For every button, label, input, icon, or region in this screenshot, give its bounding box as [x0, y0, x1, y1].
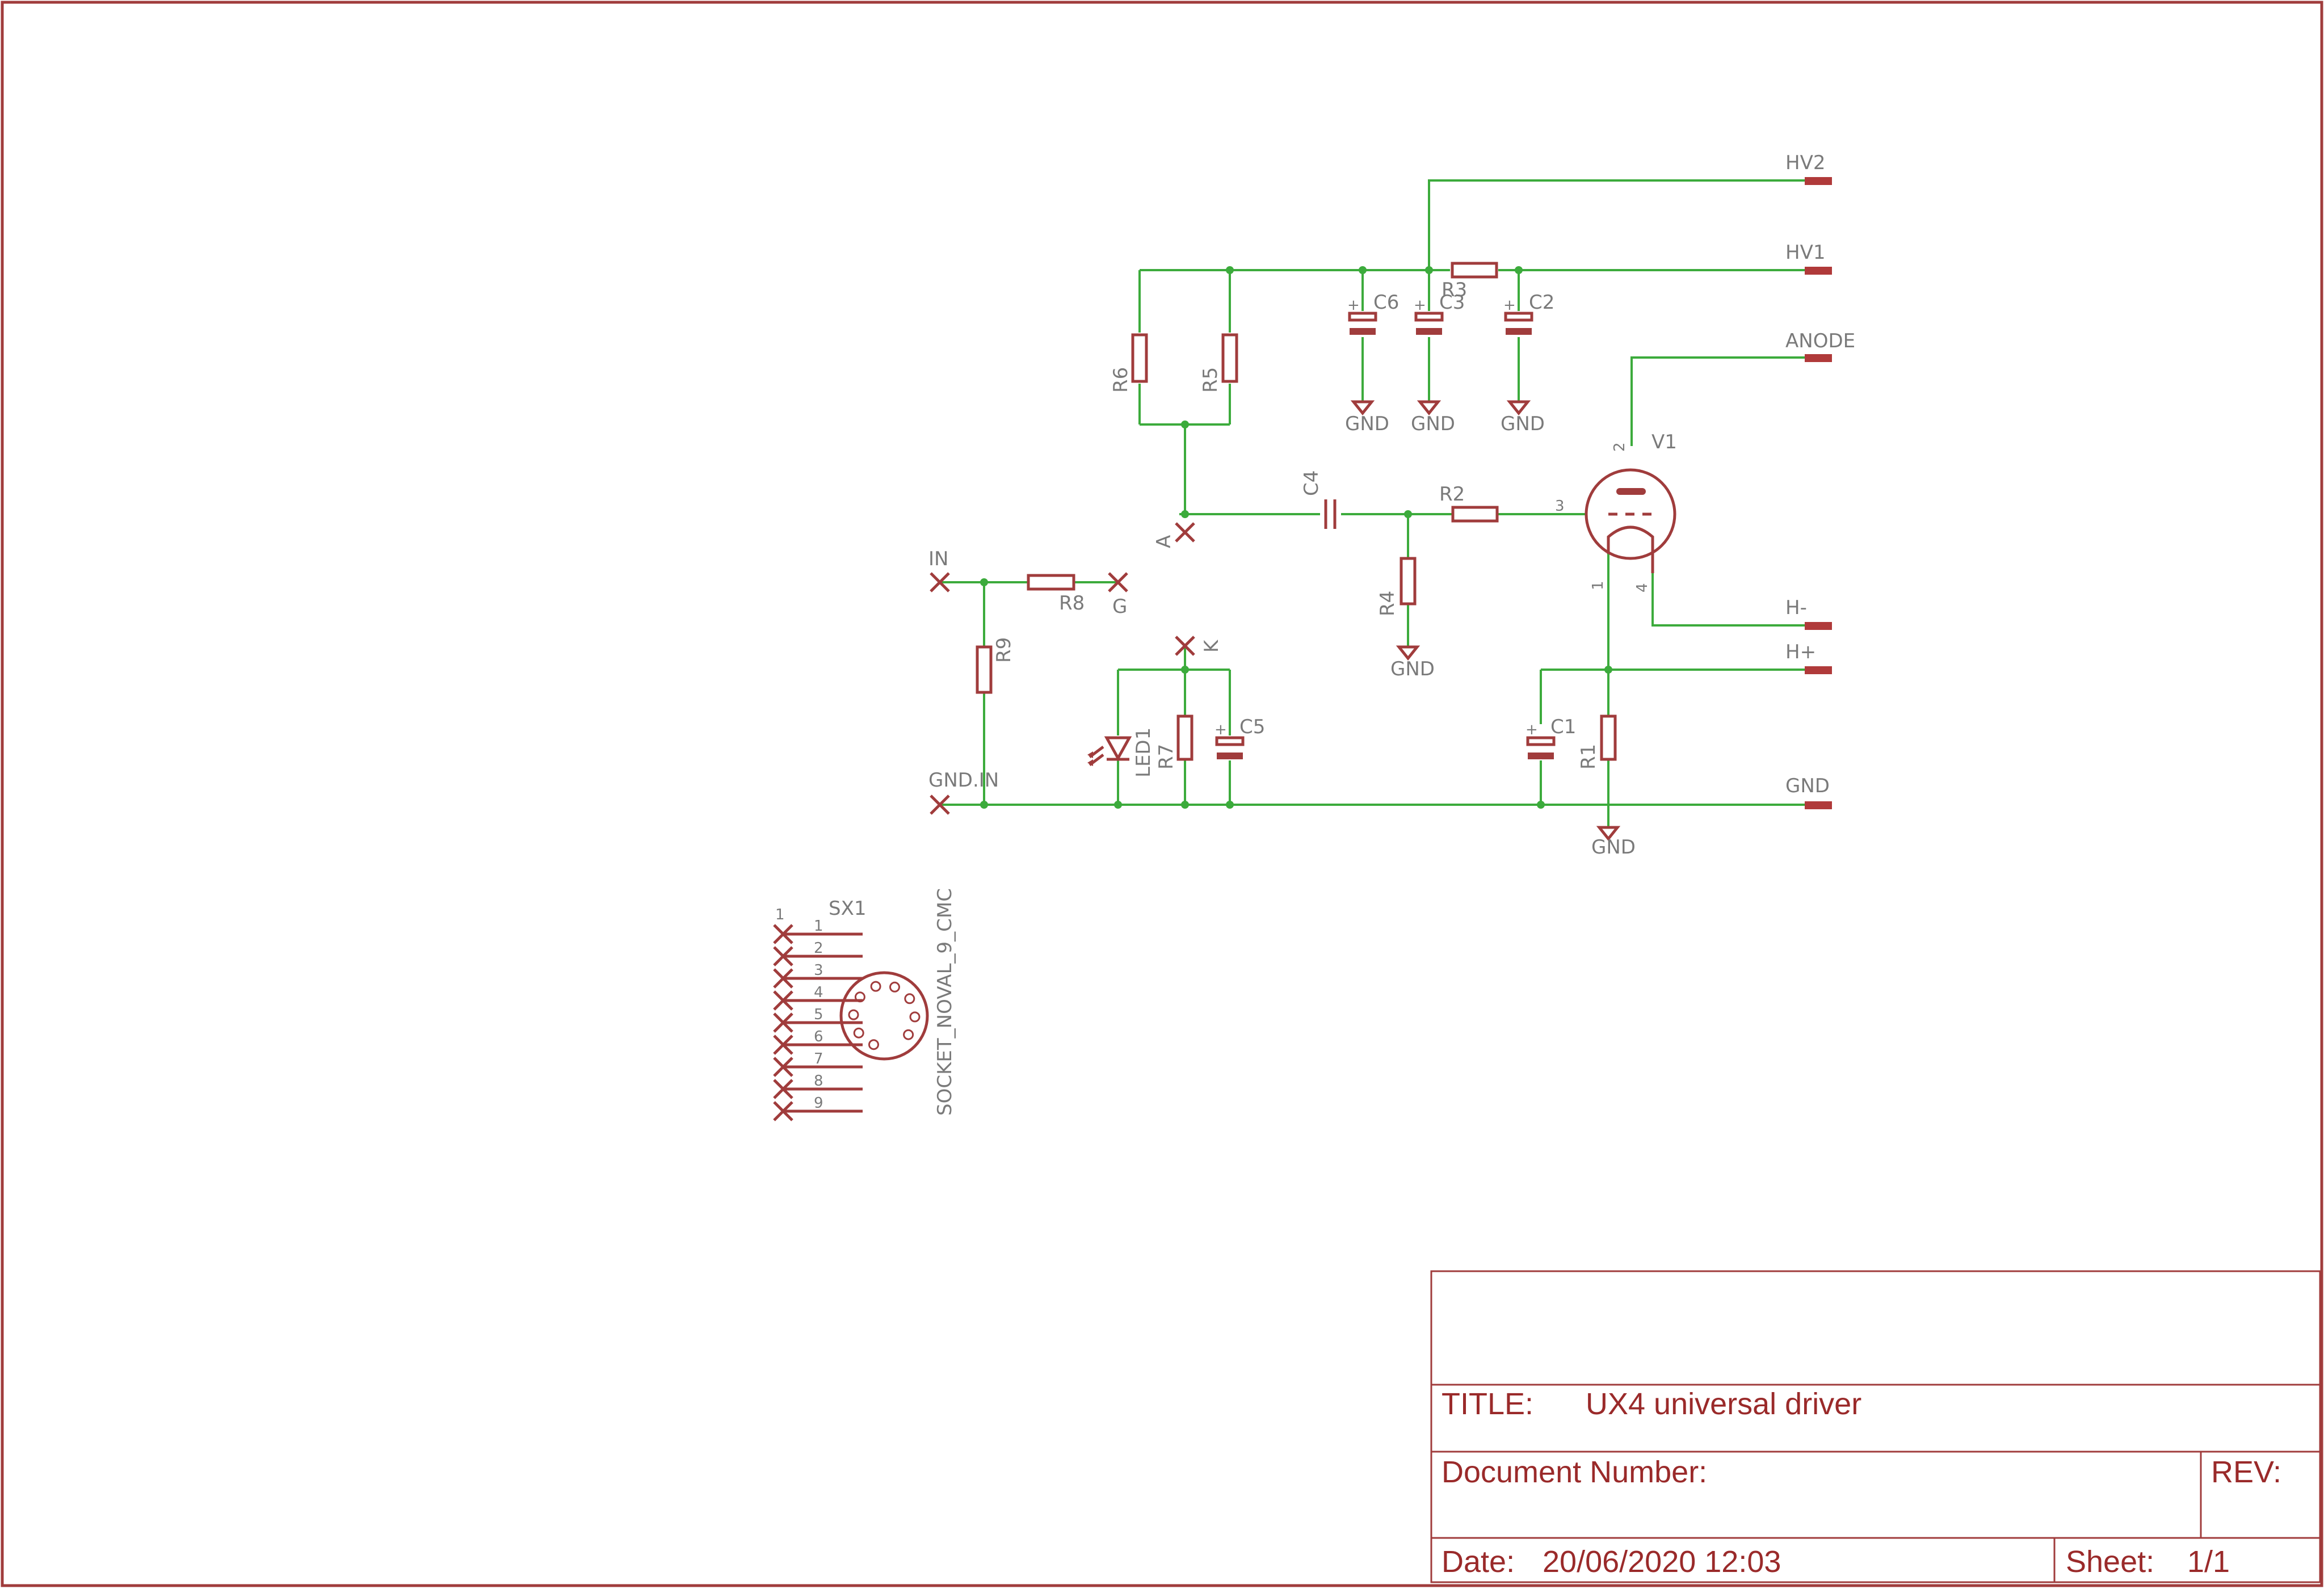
socket-pin-holes [848, 981, 921, 1050]
port-label-anode: ANODE [1785, 330, 1855, 352]
r8-label: R8 [1059, 592, 1085, 615]
sx1-label: SX1 [829, 897, 867, 920]
tube-v1: V1 2 3 1 4 [1555, 431, 1677, 592]
port-label-hv1: HV1 [1785, 241, 1825, 264]
net-label-in: IN [928, 548, 948, 570]
socket-pin-hole [853, 1027, 864, 1039]
c6-label: C6 [1373, 291, 1399, 314]
capacitor-c3: + C3 [1414, 291, 1465, 335]
socket-pin-number: 5 [814, 1006, 823, 1023]
resistor-r9: R9 [976, 637, 1015, 694]
date-value: 20/06/2020 12:03 [1543, 1545, 1781, 1579]
gnd-label-r4: GND [1390, 658, 1435, 680]
socket-pin-hole [848, 1009, 859, 1020]
c2-polarity: + [1503, 297, 1516, 314]
socket-pin-hole [889, 981, 900, 993]
title-label: TITLE: [1442, 1387, 1533, 1421]
port-label-gnd: GND [1785, 775, 1830, 797]
resistor-r4: R4 [1376, 557, 1417, 616]
resistor-r3: R3 [1442, 262, 1498, 301]
gnd-label-c2: GND [1501, 413, 1545, 435]
gnd-label-c6: GND [1345, 413, 1389, 435]
capacitor-c2: + C2 [1503, 291, 1554, 335]
c6-polarity: + [1347, 297, 1360, 314]
socket-pin-hole [909, 1011, 921, 1023]
c1-label: C1 [1550, 716, 1576, 738]
port-label-h-plus: H+ [1785, 641, 1816, 663]
socket-pin-number: 8 [814, 1073, 823, 1090]
sheet-label: Sheet: [2066, 1545, 2154, 1579]
r7-label: R7 [1155, 744, 1178, 770]
r2-label: R2 [1439, 483, 1465, 506]
v1-pin-1: 1 [1590, 581, 1607, 590]
socket-pin-number: 6 [814, 1028, 823, 1045]
port-label-hv2: HV2 [1785, 152, 1825, 174]
wires [940, 179, 1805, 826]
r5-label: R5 [1199, 367, 1222, 393]
net-label-a: A [1153, 535, 1175, 548]
led1-label: LED1 [1132, 728, 1155, 777]
port-label-h-minus: H- [1785, 596, 1807, 619]
gnd-symbols [1350, 400, 1621, 842]
c1-polarity: + [1525, 721, 1538, 738]
c4-label: C4 [1300, 470, 1323, 496]
title-value: UX4 universal driver [1586, 1387, 1861, 1421]
rev-label: REV: [2211, 1455, 2281, 1489]
title-block: TITLE: UX4 universal driver Document Num… [1430, 1270, 2321, 1583]
resistor-r5: R5 [1199, 333, 1238, 393]
net-label-k: K [1200, 639, 1223, 653]
v1-pin-2: 2 [1611, 442, 1628, 452]
resistor-r7: R7 [1155, 714, 1193, 770]
resistor-r8: R8 [1027, 574, 1085, 615]
socket-pin-hole [870, 981, 881, 992]
sheet-value: 1/1 [2187, 1545, 2230, 1579]
v1-pin-4: 4 [1634, 583, 1651, 592]
v1-label: V1 [1651, 431, 1677, 453]
net-markers [930, 522, 1195, 815]
net-label-g: G [1112, 595, 1127, 618]
resistor-r2: R2 [1439, 483, 1499, 523]
socket-pin-number: 3 [814, 962, 823, 979]
r9-label: R9 [993, 637, 1015, 663]
socket-pin-number: 4 [814, 984, 823, 1001]
sx1-side-pin: 1 [775, 906, 785, 923]
socket-pin-number: 2 [814, 940, 823, 957]
gnd-label-c3: GND [1411, 413, 1455, 435]
capacitor-c5: + C5 [1214, 716, 1265, 759]
gnd-label-r1: GND [1591, 836, 1636, 859]
socket-pin-number: 9 [814, 1095, 823, 1112]
resistor-r6: R6 [1110, 333, 1148, 393]
doc-number-label: Document Number: [1442, 1455, 1707, 1489]
r6-label: R6 [1110, 367, 1132, 393]
socket-pin-hole [904, 993, 915, 1004]
capacitor-c6: + C6 [1347, 291, 1399, 335]
socket-sx1: SX1 SOCKET_NOVAL_9_CMC 1 1 2 3 4 5 6 7 8 9 [773, 888, 956, 1121]
v1-pin-3: 3 [1555, 498, 1565, 515]
led-led1: LED1 [1087, 728, 1155, 777]
socket-pin-number: 7 [814, 1050, 823, 1067]
c2-label: C2 [1529, 291, 1554, 314]
port-pads [1805, 177, 1832, 809]
c5-label: C5 [1239, 716, 1265, 738]
sx1-value: SOCKET_NOVAL_9_CMC [934, 888, 956, 1116]
socket-pin-number: 1 [814, 918, 823, 935]
r4-label: R4 [1376, 591, 1399, 616]
net-label-gnd-in: GND.IN [928, 769, 999, 792]
capacitor-c4: C4 [1300, 470, 1337, 529]
socket-pin-hole [868, 1039, 879, 1050]
c3-polarity: + [1414, 297, 1426, 314]
capacitor-c1: + C1 [1525, 716, 1576, 759]
c3-label: C3 [1439, 291, 1465, 314]
junctions [980, 266, 1612, 809]
socket-pin-hole [903, 1029, 914, 1040]
date-label: Date: [1442, 1545, 1515, 1579]
resistor-r1: R1 [1577, 714, 1617, 770]
c5-polarity: + [1214, 721, 1227, 738]
socket-leads: 1 2 3 4 5 6 7 8 9 [773, 918, 863, 1121]
r3-label: R3 [1442, 279, 1467, 301]
r1-label: R1 [1577, 744, 1600, 770]
